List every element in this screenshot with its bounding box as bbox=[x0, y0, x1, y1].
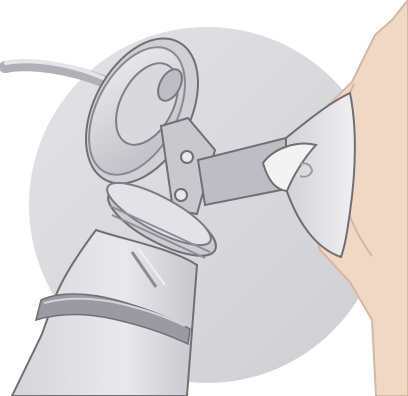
breast-pump-illustration bbox=[0, 0, 408, 396]
illustration-canvas bbox=[0, 0, 408, 396]
